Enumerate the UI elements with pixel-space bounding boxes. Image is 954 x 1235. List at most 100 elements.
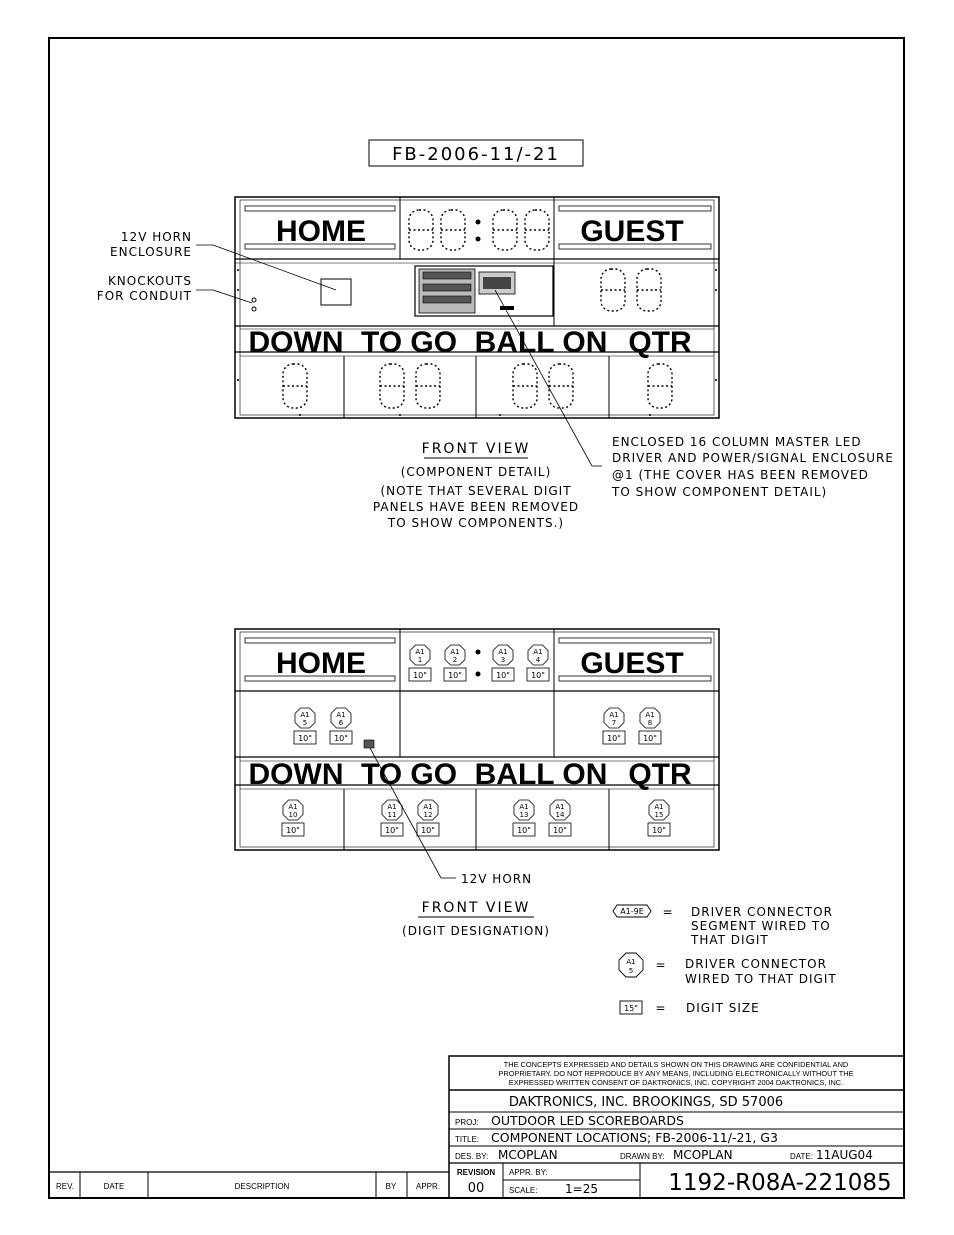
front-view-1-note-1: (NOTE THAT SEVERAL DIGIT <box>380 484 571 498</box>
down-label-2: DOWN <box>249 758 344 791</box>
connector-prefix: A1 <box>387 803 396 811</box>
connector-digit-number: 2 <box>453 656 457 664</box>
confidential-line-3: EXPRESSED WRITTEN CONSENT OF DAKTRONICS,… <box>509 1078 843 1087</box>
driver-callout-1: ENCLOSED 16 COLUMN MASTER LED <box>612 435 862 449</box>
front-view-2-subtitle: (DIGIT DESIGNATION) <box>402 924 550 938</box>
digit-size-label: 10" <box>531 671 545 680</box>
legend-equals-3: = <box>655 1001 666 1015</box>
legend-row2-line2: WIRED TO THAT DIGIT <box>685 972 837 986</box>
down-label: DOWN <box>249 326 344 359</box>
legend-row1-line2: SEGMENT WIRED TO <box>691 919 831 933</box>
digit-connectors: A1110"A1210"A1310"A1410"A1510"A1610"A171… <box>281 644 671 837</box>
connector-prefix: A1 <box>609 711 618 719</box>
horn-enclosure-callout-2: ENCLOSURE <box>110 245 192 259</box>
revision-value: 00 <box>468 1181 485 1196</box>
legend-row1-line3: THAT DIGIT <box>690 933 769 947</box>
date-header: DATE <box>104 1182 125 1191</box>
home-label: HOME <box>276 215 366 248</box>
connector-digit-number: 15 <box>655 811 664 819</box>
connector-prefix: A1 <box>423 803 432 811</box>
qtr-label: QTR <box>628 326 692 359</box>
connector-digit-number: 1 <box>418 656 422 664</box>
scale-label: SCALE: <box>509 1186 537 1195</box>
connector-prefix: A1 <box>519 803 528 811</box>
title-block: THE CONCEPTS EXPRESSED AND DETAILS SHOWN… <box>448 1055 905 1199</box>
legend-row2-line1: DRIVER CONNECTOR <box>685 957 827 971</box>
title-value: COMPONENT LOCATIONS; FB-2006-11/-21, G3 <box>491 1130 778 1145</box>
connector-prefix: A1 <box>450 648 459 656</box>
legend-digit-size-symbol: 15" <box>624 1004 638 1013</box>
digit-connector-2: A12 10" <box>443 644 467 682</box>
digit-size-label: 10" <box>517 826 531 835</box>
connector-digit-number: 8 <box>648 719 652 727</box>
to-go-label: TO GO <box>361 326 457 359</box>
digit-size-label: 10" <box>448 671 462 680</box>
driver-callout-3: @1 (THE COVER HAS BEEN REMOVED <box>612 468 869 482</box>
sheet-border <box>48 37 905 1199</box>
connector-prefix: A1 <box>645 711 654 719</box>
driver-enclosure <box>414 265 554 317</box>
scoreboard-component-detail: HOME GUEST <box>234 196 720 419</box>
proj-label: PROJ: <box>455 1118 479 1127</box>
digit-size-label: 10" <box>413 671 427 680</box>
ball-on-label-2: BALL ON <box>475 758 608 791</box>
connector-digit-number: 11 <box>388 811 397 819</box>
connector-digit-number: 3 <box>501 656 505 664</box>
proj-value: OUTDOOR LED SCOREBOARDS <box>491 1113 684 1128</box>
horn-enclosure-box <box>320 278 352 306</box>
rev-header: REV. <box>56 1182 74 1191</box>
description-header: DESCRIPTION <box>235 1182 290 1191</box>
connector-digit-number: 10 <box>289 811 298 819</box>
drawn-by-value: MCOPLAN <box>673 1148 733 1162</box>
connector-digit-number: 14 <box>556 811 565 819</box>
connector-prefix: A1 <box>336 711 345 719</box>
legend-row3-text: DIGIT SIZE <box>686 1001 760 1015</box>
des-by-label: DES. BY: <box>455 1152 488 1161</box>
connector-digit-number: 12 <box>424 811 433 819</box>
legend-equals-1: = <box>662 905 673 919</box>
knockouts-callout-1: KNOCKOUTS <box>108 274 192 288</box>
drawing-number: 1192-R08A-221085 <box>668 1170 891 1196</box>
confidential-line-2: PROPRIETARY. DO NOT REPRODUCE BY ANY MEA… <box>498 1069 853 1078</box>
legend-equals-2: = <box>655 958 666 972</box>
appr-by-label: APPR. BY: <box>509 1168 548 1177</box>
appr-header: APPR. <box>416 1182 440 1191</box>
digit-connector-8: A18 10" <box>638 707 662 745</box>
digit-size-label: 10" <box>643 734 657 743</box>
connector-digit-number: 6 <box>339 719 344 727</box>
legend-connector-digit-symbol-bottom: 5 <box>629 967 633 975</box>
revision-table: REV. DATE DESCRIPTION BY APPR. <box>49 1171 449 1198</box>
qtr-label-2: QTR <box>628 758 692 791</box>
connector-digit-number: 4 <box>536 656 541 664</box>
digit-size-label: 10" <box>421 826 435 835</box>
by-header: BY <box>386 1182 397 1191</box>
guest-label: GUEST <box>580 215 683 248</box>
connector-prefix: A1 <box>533 648 542 656</box>
revision-label: REVISION <box>457 1168 495 1177</box>
knockouts-callout-2: FOR CONDUIT <box>97 289 192 303</box>
connector-prefix: A1 <box>654 803 663 811</box>
drawn-by-label: DRAWN BY: <box>620 1152 665 1161</box>
connector-digit-number: 5 <box>303 719 307 727</box>
digit-size-label: 10" <box>553 826 567 835</box>
scale-value: 1=25 <box>565 1182 598 1196</box>
digit-size-label: 10" <box>607 734 621 743</box>
guest-label-2: GUEST <box>580 647 683 680</box>
front-view-1-note-2: PANELS HAVE BEEN REMOVED <box>373 500 579 514</box>
driver-callout-2: DRIVER AND POWER/SIGNAL ENCLOSURE <box>612 451 894 465</box>
des-by-value: MCOPLAN <box>498 1148 558 1162</box>
to-go-label-2: TO GO <box>361 758 457 791</box>
digit-size-label: 10" <box>496 671 510 680</box>
company-address: DAKTRONICS, INC. BROOKINGS, SD 57006 <box>509 1095 783 1110</box>
digit-size-label: 10" <box>652 826 666 835</box>
home-label-2: HOME <box>276 647 366 680</box>
front-view-1-subtitle: (COMPONENT DETAIL) <box>401 465 552 479</box>
